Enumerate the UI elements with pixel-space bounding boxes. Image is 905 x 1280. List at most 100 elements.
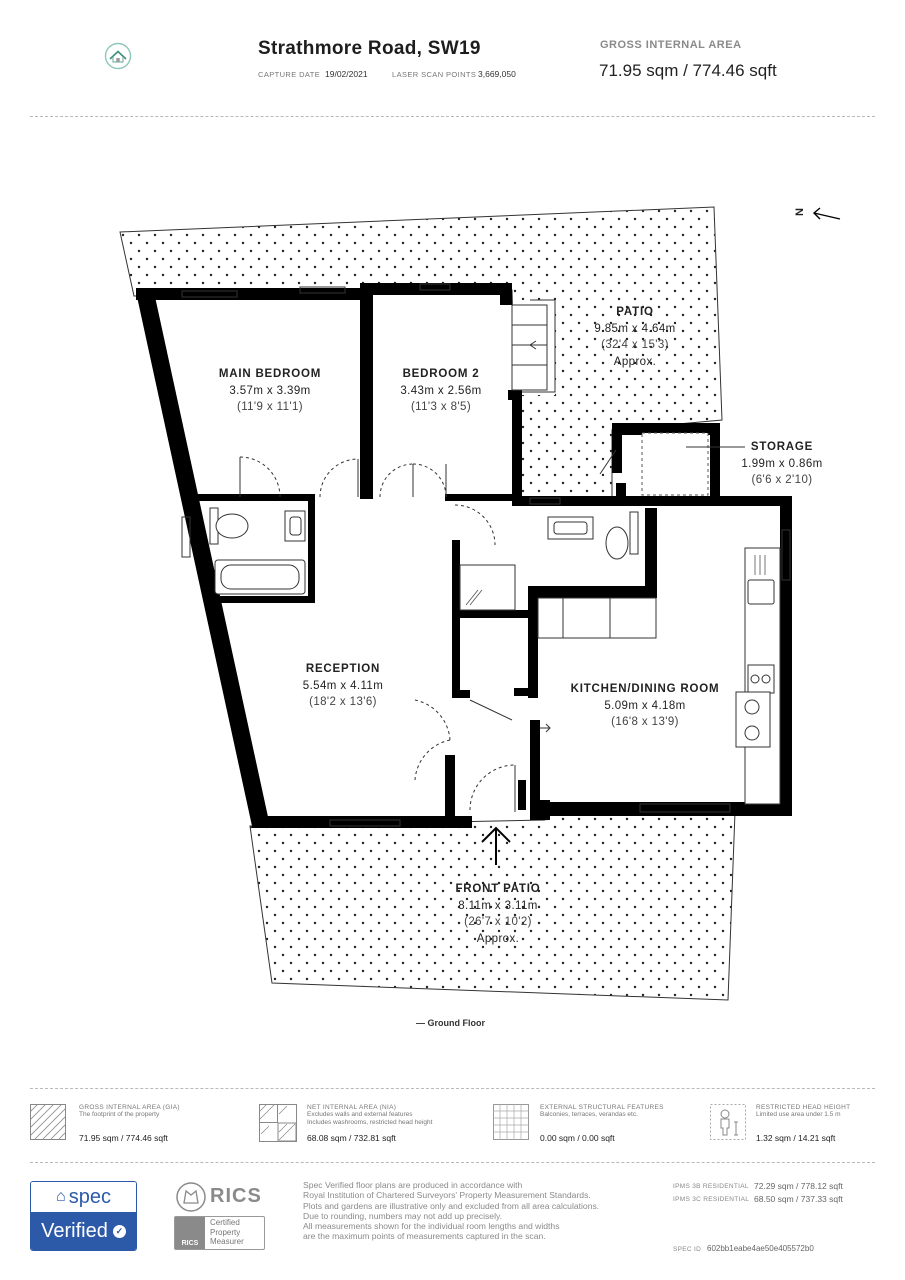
rics-certified-box: RICS Certified Property Measurer — [174, 1216, 265, 1250]
room-metric: 3.57m x 3.39m — [229, 384, 311, 397]
room-imperial: (18'2 x 13'6) — [309, 696, 377, 708]
spec-id-label: SPEC ID — [673, 1246, 702, 1253]
storage-wall-top — [612, 423, 720, 435]
rics-cert-text: Certified Property Measurer — [210, 1218, 244, 1247]
room-note: Approx. — [613, 355, 657, 368]
legend-head-height-icon — [710, 1104, 746, 1145]
storage-wall-left — [612, 423, 622, 473]
disclaimer-line: are the maximum points of measurements c… — [303, 1231, 546, 1242]
bedroom-divider-wall — [360, 283, 368, 499]
legend-gia-icon — [29, 1103, 67, 1145]
disclaimer-line: Spec Verified floor plans are produced i… — [303, 1180, 523, 1190]
legend-divider-bottom — [30, 1162, 875, 1163]
north-label: N — [793, 208, 806, 216]
disclaimer-text: Spec Verified floor plans are produced i… — [303, 1180, 663, 1242]
north-wall-main-bedroom — [136, 288, 368, 300]
legend-gia-value: 71.95 sqm / 774.46 sqft — [79, 1133, 168, 1143]
ipms3c-label: IPMS 3C RESIDENTIAL — [673, 1196, 750, 1203]
room-name: FRONT PATIO — [455, 883, 541, 895]
legend-title: EXTERNAL STRUCTURAL FEATURES — [540, 1104, 664, 1111]
disclaimer-line: Due to rounding, numbers may not add up … — [303, 1210, 503, 1221]
room-imperial: (6'6 x 2'10) — [751, 474, 813, 486]
ipms3b-value: 72.29 sqm / 778.12 sqft — [754, 1181, 843, 1191]
rics-logo: RICS RICS Certified Property Measurer — [174, 1181, 269, 1250]
verified-bar: Verified ✓ — [31, 1212, 136, 1250]
kitchen-east-wall — [780, 496, 792, 816]
legend-head-height-value: 1.32 sqm / 14.21 sqft — [756, 1133, 836, 1143]
legend-gia: GROSS INTERNAL AREA (GIA) The footprint … — [79, 1104, 249, 1119]
scan-points-value: 3,669,050 — [478, 69, 516, 79]
rics-cert-line: Certified — [210, 1218, 240, 1227]
rics-small-text: RICS — [181, 1240, 199, 1247]
room-name: STORAGE — [750, 441, 814, 453]
spec-verified-badge: ⌂ spec Verified ✓ — [30, 1181, 137, 1251]
room-kitchen-dining: KITCHEN/DINING ROOM 5.09m x 4.18m (16'8 … — [560, 681, 730, 731]
house-logo-icon — [104, 42, 132, 70]
hall-wall-right — [528, 598, 538, 698]
legend-nia: NET INTERNAL AREA (NIA) Excludes walls a… — [307, 1104, 487, 1127]
room-front-patio: FRONT PATIO 8.11m x 3.11m (26'7 x 10'2) … — [428, 881, 568, 947]
room-storage: STORAGE 1.99m x 0.86m (6'6 x 2'10) — [720, 439, 844, 489]
room-metric: 3.43m x 2.56m — [400, 384, 482, 397]
bath-south-wall — [205, 596, 315, 603]
scan-points-label: LASER SCAN POINTS — [392, 70, 477, 79]
hall-wall-left — [452, 540, 460, 690]
legend-divider-top — [30, 1088, 875, 1089]
verified-text: Verified — [41, 1219, 108, 1242]
room-imperial: (32'4 x 15'3) — [601, 339, 669, 351]
room-name: MAIN BEDROOM — [218, 368, 322, 380]
spec-id-value: 602bb1eabe4ae50e405572b0 — [707, 1244, 814, 1253]
room-reception: RECEPTION 5.54m x 4.11m (18'2 x 13'6) — [278, 661, 408, 711]
bedroom2-east-wall — [512, 390, 522, 500]
rics-crest-icon — [176, 1182, 206, 1212]
bath-east-wall — [308, 494, 315, 602]
legend-desc: The footprint of the property — [79, 1111, 160, 1118]
room-metric: 8.11m x 3.11m — [458, 899, 538, 912]
room-patio: PATIO 9.85m x 4.64m (32'4 x 15'3) Approx… — [570, 304, 700, 370]
check-icon: ✓ — [112, 1224, 126, 1238]
room-name: PATIO — [616, 306, 654, 318]
room-name: BEDROOM 2 — [402, 368, 480, 380]
spec-logo-icon: ⌂ — [56, 1188, 66, 1205]
room-metric: 5.09m x 4.18m — [604, 699, 686, 712]
legend-nia-icon — [258, 1103, 297, 1147]
ipms3b-label: IPMS 3B RESIDENTIAL — [673, 1183, 749, 1190]
room-imperial: (16'8 x 13'9) — [611, 716, 679, 728]
room-name: KITCHEN/DINING ROOM — [570, 683, 720, 695]
disclaimer-line: Plots and gardens are illustrative only … — [303, 1200, 600, 1211]
west-wall — [136, 292, 270, 826]
legend-desc: Excludes walls and external features — [307, 1111, 413, 1118]
rics-cert-line: Measurer — [210, 1237, 244, 1246]
property-address: Strathmore Road, SW19 — [258, 38, 481, 59]
legend-desc-2: Includes washrooms, restricted head heig… — [307, 1119, 433, 1126]
legend-external: EXTERNAL STRUCTURAL FEATURES Balconies, … — [540, 1104, 710, 1119]
spec-logo: ⌂ spec — [31, 1182, 136, 1212]
disclaimer-line: All measurements shown for the individua… — [303, 1221, 560, 1232]
north-wall-bedroom2 — [360, 283, 510, 295]
legend-desc: Balconies, terraces, verandas etc. — [540, 1111, 638, 1118]
legend-head-height: RESTRICTED HEAD HEIGHT Limited use area … — [756, 1104, 886, 1119]
gia-header-value: 71.95 sqm / 774.46 sqft — [599, 61, 777, 80]
floor-label: — Ground Floor — [416, 1018, 485, 1028]
rics-small-logo: RICS — [175, 1217, 205, 1249]
room-name: RECEPTION — [305, 663, 381, 675]
legend-title: GROSS INTERNAL AREA (GIA) — [79, 1104, 180, 1111]
ipms3c-value: 68.50 sqm / 737.33 sqft — [754, 1194, 843, 1204]
room-imperial: (11'3 x 8'5) — [410, 401, 472, 413]
kitchen-north-wall — [512, 496, 792, 506]
room-note: Approx. — [476, 932, 520, 945]
room-main-bedroom: MAIN BEDROOM 3.57m x 3.39m (11'9 x 11'1) — [200, 366, 340, 416]
room-metric: 5.54m x 4.11m — [302, 679, 384, 692]
capture-date-value: 19/02/2021 — [325, 69, 368, 79]
legend-external-icon — [493, 1104, 529, 1145]
legend-title: RESTRICTED HEAD HEIGHT — [756, 1104, 851, 1111]
gia-header-label: GROSS INTERNAL AREA — [600, 39, 742, 51]
room-metric: 1.99m x 0.86m — [741, 457, 823, 470]
spec-brand-text: spec — [68, 1185, 111, 1208]
capture-date-label: CAPTURE DATE — [258, 70, 321, 79]
bath-north-wall — [190, 494, 315, 501]
legend-desc: Limited use area under 1.5 m — [756, 1111, 841, 1118]
north-arrow-icon — [812, 207, 841, 220]
room-imperial: (26'7 x 10'2) — [464, 916, 532, 928]
